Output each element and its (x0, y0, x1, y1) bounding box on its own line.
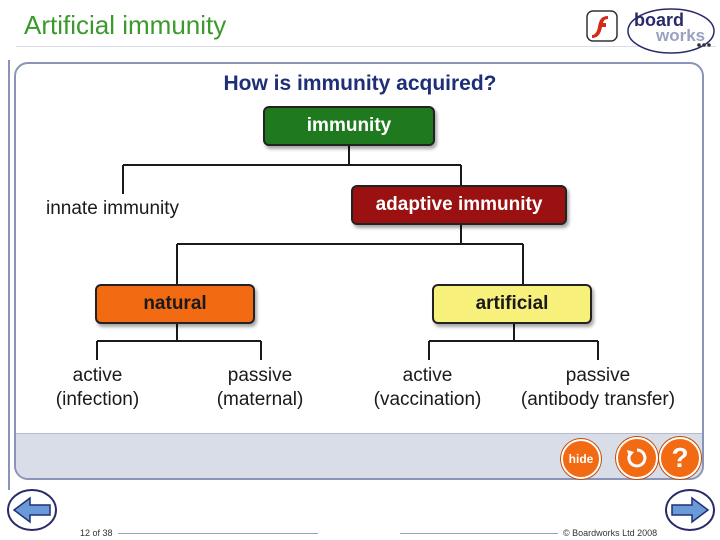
leaf-line-source: (antibody transfer) (520, 389, 676, 410)
logo-ellipse-icon (627, 8, 715, 54)
page-counter: 12 of 38 (80, 528, 113, 538)
logo-word-board: board (634, 10, 685, 30)
node-adaptive-immunity: adaptive immunity (351, 185, 567, 225)
leaf-artificial-active: active (vaccination) (360, 364, 495, 412)
node-natural: natural (95, 284, 255, 324)
leaf-natural-active: active (infection) (40, 364, 155, 412)
leaf-artificial-passive: passive (antibody transfer) (505, 364, 691, 412)
copyright-notice: © Boardworks Ltd 2008 (563, 528, 658, 538)
replay-icon (627, 448, 647, 468)
slide-title: Artificial immunity (24, 10, 227, 40)
logo-word-works: works (656, 26, 706, 45)
next-arrow-icon[interactable] (664, 488, 716, 532)
footer-divider-right (400, 533, 558, 534)
diagram-question: How is immunity acquired? (223, 72, 497, 95)
node-immunity: immunity (263, 106, 435, 146)
footer-divider-left (118, 533, 318, 534)
hide-button[interactable]: hide (561, 439, 601, 479)
node-artificial: artificial (432, 284, 592, 324)
leaf-line-source: (vaccination) (373, 389, 482, 410)
leaf-natural-passive: passive (maternal) (200, 364, 320, 412)
previous-arrow-icon[interactable] (6, 488, 58, 532)
leaf-line-type: passive (227, 365, 293, 386)
node-innate-immunity: innate immunity (46, 198, 180, 219)
leaf-line-source: (infection) (55, 389, 140, 410)
help-icon: ? (671, 442, 689, 473)
leaf-line-type: passive (565, 365, 631, 386)
replay-button[interactable] (616, 437, 658, 479)
leaf-line-type: active (402, 365, 453, 386)
left-rail (8, 60, 10, 490)
help-button[interactable]: ? (659, 437, 701, 479)
boardworks-logo: board works (626, 6, 716, 56)
flash-icon[interactable] (586, 10, 618, 42)
leaf-line-source: (maternal) (216, 389, 304, 410)
leaf-line-type: active (72, 365, 123, 386)
title-divider (16, 46, 716, 47)
